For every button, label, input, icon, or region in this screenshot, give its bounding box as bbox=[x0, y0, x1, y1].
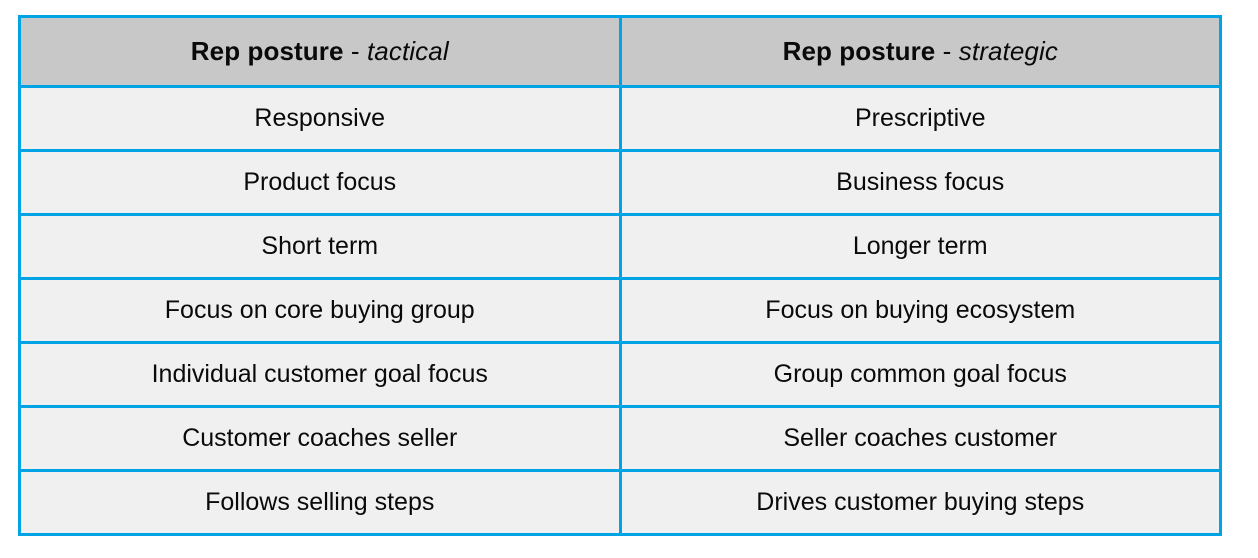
table-body: Responsive Prescriptive Product focus Bu… bbox=[19, 86, 1221, 535]
table-cell-strategic: Seller coaches customer bbox=[620, 406, 1221, 472]
table-cell-tactical: Customer coaches seller bbox=[19, 406, 622, 472]
table-cell-tactical: Individual customer goal focus bbox=[19, 342, 622, 408]
table-cell-strategic: Drives customer buying steps bbox=[620, 470, 1221, 535]
table-row: Focus on core buying group Focus on buyi… bbox=[19, 278, 1221, 344]
column-header-tactical-emphasis: tactical bbox=[366, 36, 449, 66]
rep-posture-comparison-table: Rep posture - tactical Rep posture - str… bbox=[18, 15, 1222, 536]
table-cell-tactical: Product focus bbox=[19, 150, 622, 216]
table-cell-tactical: Responsive bbox=[19, 86, 622, 152]
table-cell-tactical: Short term bbox=[19, 214, 622, 280]
table-cell-strategic: Focus on buying ecosystem bbox=[620, 278, 1221, 344]
table-row: Customer coaches seller Seller coaches c… bbox=[19, 406, 1221, 472]
table-header: Rep posture - tactical Rep posture - str… bbox=[19, 16, 1221, 88]
table-row: Product focus Business focus bbox=[19, 150, 1221, 216]
column-header-tactical-separator: - bbox=[343, 36, 367, 66]
column-header-strategic: Rep posture - strategic bbox=[620, 16, 1221, 88]
table-cell-strategic: Longer term bbox=[620, 214, 1221, 280]
column-header-strategic-separator: - bbox=[935, 36, 959, 66]
table-cell-tactical: Focus on core buying group bbox=[19, 278, 622, 344]
table-cell-strategic: Group common goal focus bbox=[620, 342, 1221, 408]
table-cell-strategic: Business focus bbox=[620, 150, 1221, 216]
column-header-tactical-title: Rep posture bbox=[190, 36, 344, 66]
table-header-row: Rep posture - tactical Rep posture - str… bbox=[19, 16, 1221, 88]
table-cell-strategic: Prescriptive bbox=[620, 86, 1221, 152]
column-header-strategic-title: Rep posture bbox=[782, 36, 936, 66]
column-header-strategic-emphasis: strategic bbox=[958, 36, 1058, 66]
table-row: Short term Longer term bbox=[19, 214, 1221, 280]
table-row: Individual customer goal focus Group com… bbox=[19, 342, 1221, 408]
table-row: Responsive Prescriptive bbox=[19, 86, 1221, 152]
column-header-tactical: Rep posture - tactical bbox=[19, 16, 622, 88]
table-row: Follows selling steps Drives customer bu… bbox=[19, 470, 1221, 535]
table-cell-tactical: Follows selling steps bbox=[19, 470, 622, 535]
